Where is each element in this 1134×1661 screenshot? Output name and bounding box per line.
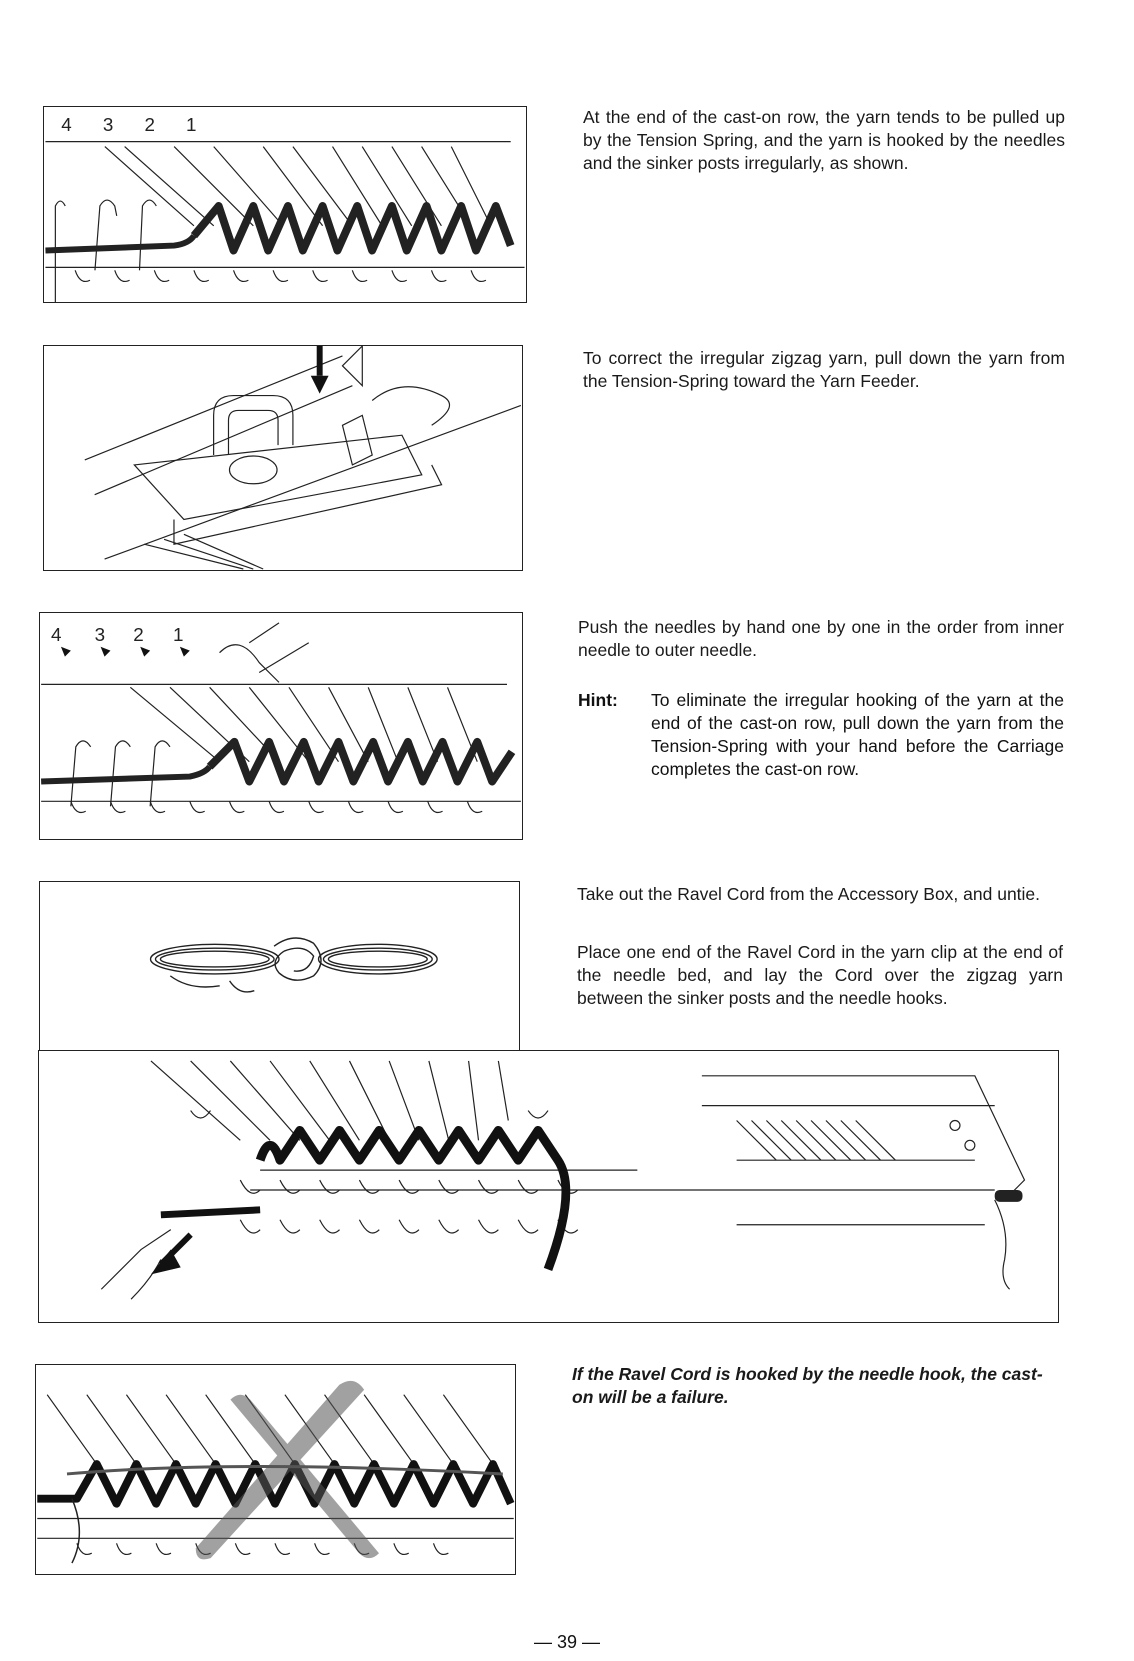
cord-over-yarn-illustration — [100, 1060, 1026, 1300]
needle-number-3: 3 — [103, 114, 113, 135]
needle-number-4: 4 — [51, 624, 61, 645]
hint-label: Hint: — [578, 690, 618, 710]
ravel-cord-illustration — [149, 937, 438, 993]
section2-text: To correct the irregular zigzag yarn, pu… — [583, 348, 1065, 391]
section3-text: Push the needles by hand one by one in t… — [578, 617, 1064, 660]
section1-text: At the end of the cast-on row, the yarn … — [583, 107, 1065, 173]
figure-failure — [35, 1364, 516, 1575]
needle-number-1: 1 — [186, 114, 196, 135]
needle-bed-illustration: 4 3 2 1 — [45, 114, 525, 302]
figure-irregular-hooking: 4 3 2 1 — [43, 106, 527, 303]
figure-lay-cord — [38, 1050, 1059, 1323]
section4-text2: Place one end of the Ravel Cord in the y… — [577, 942, 1063, 1008]
page-number: — 39 — — [533, 1632, 601, 1652]
failure-illustration — [37, 1380, 515, 1564]
hint-text: To eliminate the irregular hooking of th… — [651, 690, 1064, 779]
needle-number-2: 2 — [133, 624, 143, 645]
needle-number-1: 1 — [173, 624, 183, 645]
figure-pull-yarn — [43, 345, 523, 571]
needle-number-3: 3 — [95, 624, 105, 645]
needle-number-4: 4 — [61, 114, 71, 135]
figure-ravel-cord — [39, 881, 520, 1051]
carriage-illustration — [84, 346, 522, 570]
section5-text: If the Ravel Cord is hooked by the needl… — [572, 1364, 1043, 1407]
figure-push-needles: 4 3 2 1 — [39, 612, 523, 840]
needle-push-illustration: 4 3 2 1 — [41, 622, 521, 814]
needle-number-2: 2 — [144, 114, 154, 135]
section4-text1: Take out the Ravel Cord from the Accesso… — [577, 884, 1041, 904]
